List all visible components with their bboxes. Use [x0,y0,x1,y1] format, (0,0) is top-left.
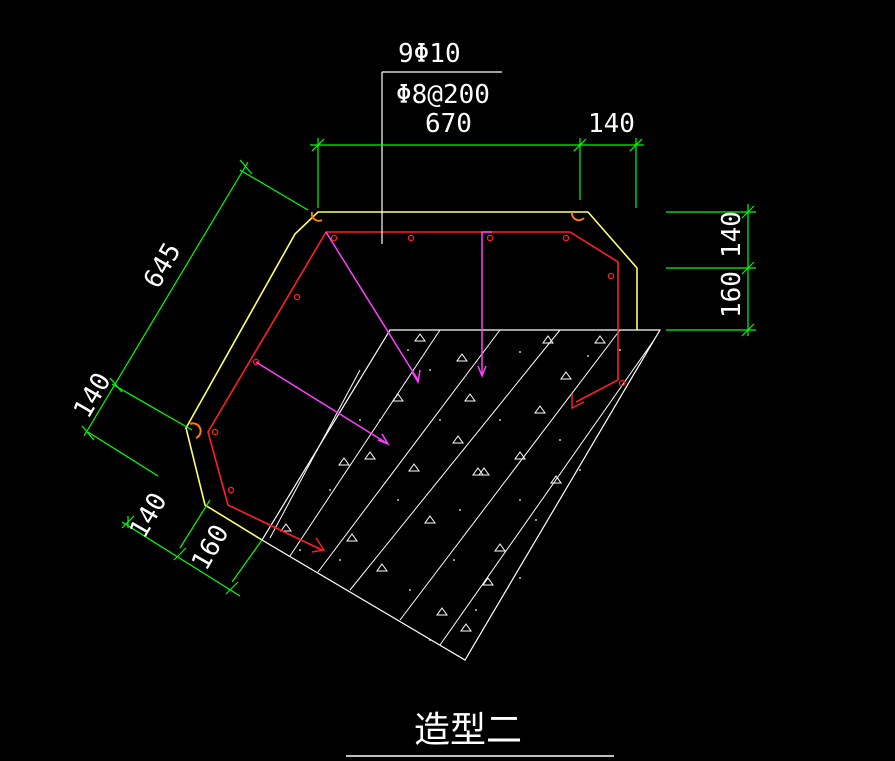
hatch-triangle [338,457,350,466]
beam-outline [185,211,638,541]
hatch-dots [299,349,621,641]
hatch-dot [453,559,455,561]
dimension-lines [81,138,756,597]
hatch-triangle [280,523,292,532]
rebar-label-leader [381,71,502,244]
hatch-triangles [280,333,606,632]
dim-right-top: 140 [717,211,747,258]
hatch-dot [299,549,301,551]
hatch-dot [429,369,431,371]
rebar-label-stirrup: Φ8@200 [396,80,490,110]
hatch-dot [459,509,461,511]
hatch-triangle [436,607,448,616]
hatch-dot [519,499,521,501]
hatch-dot [535,519,537,521]
hatch-dot [587,355,589,357]
bend-mark-top-right [570,211,585,222]
longitudinal-bars [211,234,626,494]
hatch-dot [475,609,477,611]
drawing-title: 造型二 [414,710,522,751]
hatch-lines [269,329,655,646]
hatch-triangle [534,405,546,414]
stirrup-hook-right [575,379,619,403]
dim-left-short: 140 [68,368,117,424]
hatch-dot [329,489,331,491]
concrete-hatch-region [261,329,662,661]
hatch-triangle [456,353,468,362]
hatch-boundary [261,329,662,661]
rebar-label-longitudinal: 9Φ10 [398,39,461,69]
hatch-triangle [594,335,606,344]
hatch-dot [339,559,341,561]
hatch-triangle [478,467,490,476]
hatch-triangle [464,393,476,402]
dim-bottom-left-a: 140 [124,488,173,544]
bend-mark-left [189,422,202,439]
hatch-triangle [494,543,506,552]
hatch-dot [409,589,411,591]
hatch-triangle [460,623,472,632]
hatch-dot [619,349,621,351]
hatch-triangle [408,463,420,472]
hatch-triangle [452,435,464,444]
anchor-bars [255,231,492,446]
hatch-dot [579,469,581,471]
hatch-dot [429,639,431,641]
hatch-triangle [376,563,388,572]
stirrup-hook-end-bottom [311,537,326,553]
hatch-dot [379,419,381,421]
dim-right-bottom: 160 [717,271,747,318]
hatch-dot [559,439,561,441]
hatch-dot [499,419,501,421]
hatch-triangle [514,451,526,460]
dim-left-long: 645 [138,238,187,294]
hatch-triangle [424,515,436,524]
hatch-triangle [392,393,404,402]
hatch-dot [397,499,399,501]
hatch-triangle [346,533,358,542]
hatch-triangle [550,475,562,484]
beam-outline-polyline [185,211,638,541]
stirrup [207,231,626,553]
hatch-triangle [364,451,376,460]
hatch-triangle [414,333,426,342]
hatch-dot [519,351,521,353]
hatch-dot [407,349,409,351]
hatch-triangle [542,335,554,344]
stirrup-hook-end-right [571,394,585,410]
bend-mark-top-left [310,211,323,222]
hatch-dot [359,419,361,421]
dim-top-length: 670 [425,109,472,139]
hatch-triangle [482,577,494,586]
hatch-triangle [472,467,484,476]
hatch-dot [519,577,521,579]
dim-top-right: 140 [588,109,635,139]
hatch-dot [439,419,441,421]
hatch-triangle [560,371,572,380]
